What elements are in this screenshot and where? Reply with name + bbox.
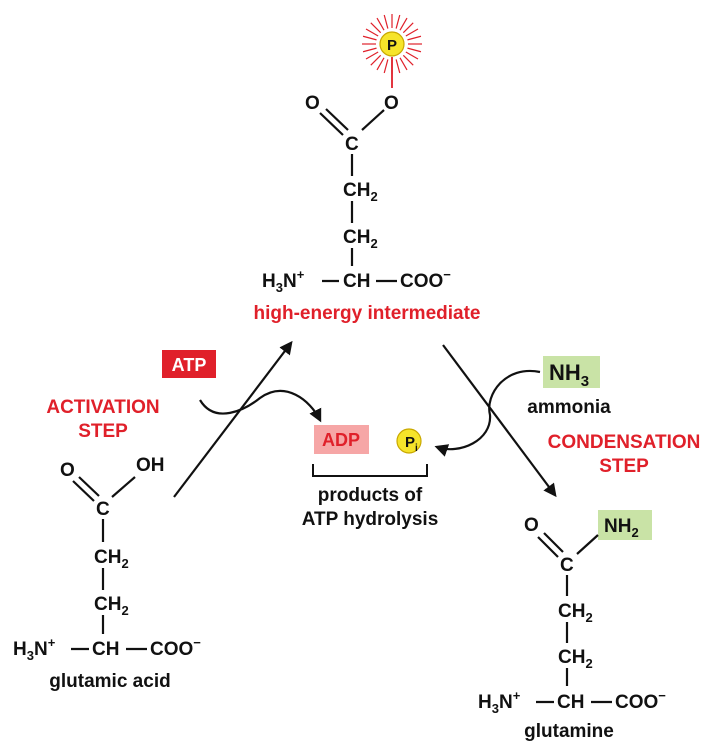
glutamic-acid: O OH C CH2 CH2 H3N+ CH COO− glutamic aci… — [13, 455, 201, 692]
burst-ray — [399, 57, 408, 71]
glu-h3n: H3N+ — [13, 635, 56, 663]
glu-oh: OH — [136, 455, 165, 476]
svg-text:ADP: ADP — [322, 430, 360, 450]
condensation-arrow — [442, 344, 557, 498]
glutamine-label: glutamine — [524, 721, 614, 742]
burst-ray — [407, 35, 422, 41]
gln-h3n: H3N+ — [478, 688, 521, 716]
condensation-step-line1: CONDENSATION — [548, 432, 701, 453]
burst-ray — [405, 51, 419, 60]
burst-ray — [383, 59, 389, 74]
ammonia-label: ammonia — [527, 397, 611, 418]
svg-text:Pi: Pi — [405, 434, 418, 454]
gln-ch2-a: CH2 — [558, 601, 593, 625]
high-energy-intermediate: P O O C CH2 CH2 H3N+ CH COO− high-energy… — [254, 14, 481, 324]
gln-coo: COO− — [615, 688, 666, 713]
svg-text:NH3: NH3 — [549, 360, 589, 390]
pi-badge: Pi — [396, 428, 422, 454]
burst-ray — [370, 54, 382, 66]
products-label-line1: products of — [318, 485, 423, 506]
burst-ray — [407, 47, 422, 53]
atp-to-adp-curve — [199, 389, 322, 423]
glu-o: O — [60, 460, 75, 481]
phosphate-burst-icon — [362, 14, 422, 74]
gln-ch2-b: CH2 — [558, 647, 593, 671]
intermediate-label: high-energy intermediate — [254, 303, 481, 324]
gln-carbon: C — [560, 555, 574, 576]
burst-ray — [376, 17, 385, 31]
nh3-to-pi-curve — [434, 369, 541, 457]
gln-nh2: NH2 — [604, 516, 639, 540]
intermediate-o-left: O — [305, 93, 320, 114]
activation-arrow — [173, 340, 293, 498]
activation-step-line1: ACTIVATION — [46, 397, 159, 418]
phosphate-circle-icon — [379, 31, 405, 57]
burst-ray — [402, 22, 414, 34]
burst-ray — [402, 54, 414, 66]
burst-ray — [383, 14, 389, 29]
burst-ray — [395, 14, 401, 29]
nh3-badge: NH3 — [543, 356, 600, 390]
burst-ray — [399, 17, 408, 31]
gln-ch: CH — [557, 692, 584, 713]
activation-step-line2: STEP — [78, 421, 128, 442]
glutamine: O NH2 C CH2 CH2 H3N+ CH COO− glutamine — [478, 510, 666, 742]
burst-ray — [362, 47, 377, 53]
intermediate-ch: CH — [343, 271, 370, 292]
intermediate-h3n: H3N+ — [262, 267, 305, 295]
burst-ray — [405, 28, 419, 37]
glu-ch2-a: CH2 — [94, 547, 129, 571]
intermediate-o-right: O — [384, 93, 399, 114]
atp-badge: ATP — [162, 350, 216, 378]
condensation-step-line2: STEP — [599, 456, 649, 477]
burst-ray — [365, 51, 379, 60]
phosphate-label: P — [387, 37, 397, 54]
burst-ray — [376, 57, 385, 71]
intermediate-ch2-b: CH2 — [343, 227, 378, 251]
glu-ch2-b: CH2 — [94, 594, 129, 618]
glu-coo: COO− — [150, 635, 201, 660]
burst-ray — [362, 35, 377, 41]
glu-carbon: C — [96, 499, 110, 520]
burst-ray — [395, 59, 401, 74]
intermediate-carbon: C — [345, 134, 359, 155]
glu-ch: CH — [92, 639, 119, 660]
glutamic-acid-label: glutamic acid — [49, 671, 170, 692]
gln-nh2-box — [598, 510, 652, 540]
svg-text:ATP: ATP — [172, 355, 207, 375]
products-bracket — [312, 464, 428, 477]
intermediate-ch2-a: CH2 — [343, 180, 378, 204]
burst-ray — [370, 22, 382, 34]
adp-badge: ADP — [314, 425, 369, 454]
products-label-line2: ATP hydrolysis — [302, 509, 439, 530]
gln-o: O — [524, 515, 539, 536]
intermediate-coo: COO− — [400, 267, 451, 292]
burst-ray — [365, 28, 379, 37]
